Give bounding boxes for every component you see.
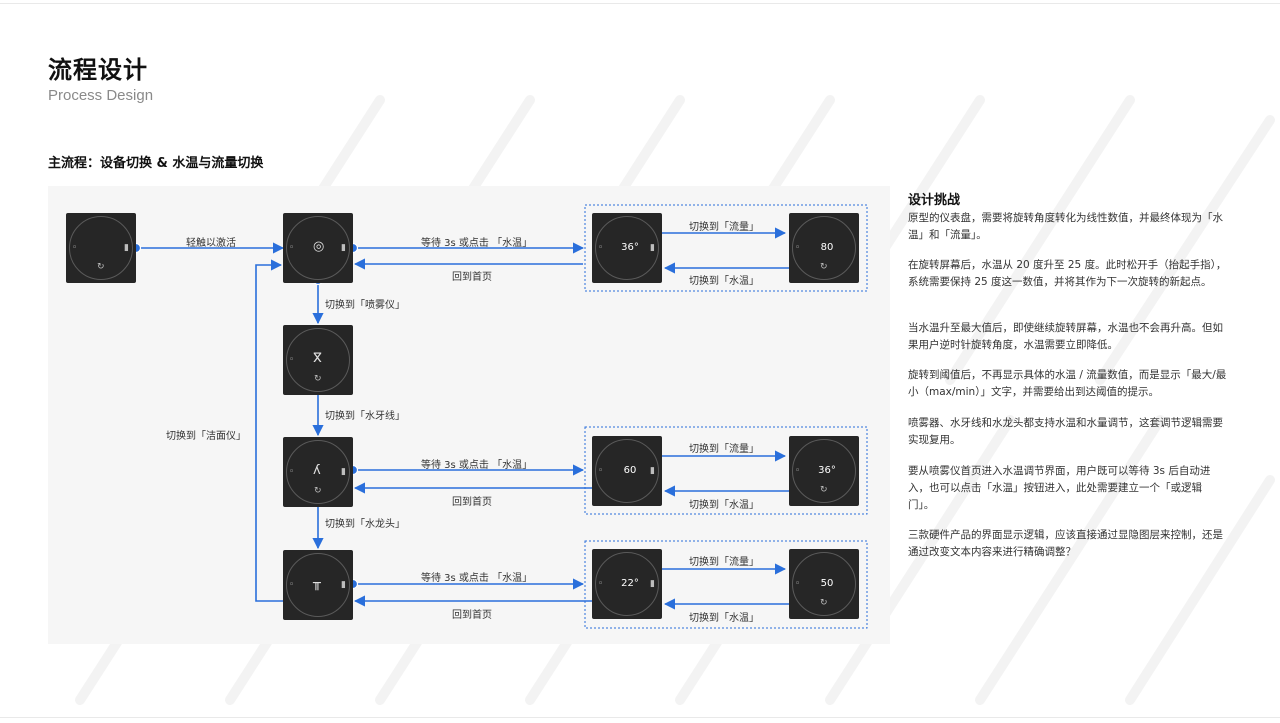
- challenge-paragraph-6: 要从喷雾仪首页进入水温调节界面，用户既可以等待 3s 后自动进入，也可以点击「水…: [908, 465, 1211, 511]
- challenge-paragraph-3: 当水温升至最大值后，即使继续旋转屏幕，水温也不会再升高。但如果用户逆时针旋转角度…: [908, 322, 1223, 351]
- device-idle[interactable]: ◦ ▮ ↻: [66, 213, 136, 283]
- device-r3-temp[interactable]: ◦ 22° ▮: [592, 549, 662, 619]
- thermometer-icon: ▮: [650, 579, 655, 589]
- challenge-paragraph-4: 旋转到阈值后，不再显示具体的水温 / 流量数值，而是显示「最大/最小（max/m…: [908, 369, 1227, 398]
- group-box-row3: [584, 540, 868, 629]
- label-r1-to-flow: 切换到「流量」: [689, 222, 759, 233]
- device-r1-temp[interactable]: ◦ 36° ▮: [592, 213, 662, 283]
- label-r1-back: 回到首页: [452, 272, 492, 283]
- device-r3-flow[interactable]: ◦ 50 ↻: [789, 549, 859, 619]
- drop-icon: ◦: [795, 243, 801, 253]
- dial-ring: [69, 216, 133, 280]
- label-r3-to-temp: 切换到「水温」: [689, 613, 759, 624]
- refresh-icon: ↻: [314, 374, 322, 384]
- challenge-paragraph-1: 原型的仪表盘，需要将旋转角度转化为线性数值，并最终体现为「水温」和「流量」。: [908, 212, 1223, 241]
- dial-ring: [286, 553, 350, 617]
- drop-icon: ◦: [289, 580, 295, 590]
- label-r2-to-flow: 切换到「流量」: [689, 444, 759, 455]
- drop-icon: ◦: [795, 579, 801, 589]
- drop-icon: ◦: [72, 243, 78, 253]
- drop-icon: ◦: [289, 243, 295, 253]
- label-to-faucet: 切换到「水龙头」: [325, 519, 405, 530]
- dial-ring: [286, 328, 350, 392]
- drop-icon: ◦: [598, 579, 604, 589]
- temp-reading: 22°: [621, 578, 639, 589]
- refresh-icon: ↻: [820, 485, 828, 495]
- flow-reading: 80: [820, 242, 834, 253]
- drop-icon: ◦: [598, 243, 604, 253]
- group-box-row1: [584, 204, 868, 292]
- device-faucet[interactable]: ◦ ╥ ▮: [283, 550, 353, 620]
- thermometer-icon: ▮: [341, 243, 346, 253]
- label-r2-to-temp: 切换到「水温」: [689, 500, 759, 511]
- thermometer-icon: ▮: [341, 580, 346, 590]
- label-r1-to-temp: 切换到「水温」: [689, 276, 759, 287]
- refresh-icon: ↻: [314, 486, 322, 496]
- label-r1-wait: 等待 3s 或点击 「水温」: [421, 238, 533, 249]
- drop-icon: ◦: [795, 466, 801, 476]
- design-challenge-title: 设计挑战: [908, 193, 961, 208]
- flow-reading: 50: [820, 578, 834, 589]
- faucet-icon: ╥: [313, 576, 321, 591]
- dial-ring: [792, 552, 856, 616]
- label-r2-back: 回到首页: [452, 497, 492, 508]
- page-title: 流程设计: [48, 56, 148, 84]
- bottom-divider: [0, 717, 1280, 718]
- group-box-row2: [584, 426, 868, 515]
- cleanser-icon: ◎: [313, 239, 325, 254]
- refresh-icon: ↻: [820, 598, 828, 608]
- dial-ring: [595, 439, 659, 503]
- thermometer-icon: ▮: [341, 467, 346, 477]
- thermometer-icon: ▮: [124, 243, 129, 253]
- dial-ring: [595, 552, 659, 616]
- device-water-floss[interactable]: ◦ ʎ ▮ ↻: [283, 437, 353, 507]
- dial-ring: [286, 440, 350, 504]
- challenge-paragraph-5: 喷雾器、水牙线和水龙头都支持水温和水量调节，这套调节逻辑需要实现复用。: [908, 417, 1223, 446]
- dial-ring: [792, 439, 856, 503]
- challenge-paragraph-2: 在旋转屏幕后，水温从 20 度升至 25 度。此时松开手（抬起手指），系统需要保…: [908, 259, 1227, 288]
- device-r1-flow[interactable]: ◦ 80 ↻: [789, 213, 859, 283]
- dial-ring: [595, 216, 659, 280]
- section-title: 主流程：设备切换 & 水温与流量切换: [48, 156, 264, 171]
- temp-reading: 60: [623, 465, 637, 476]
- label-r3-wait: 等待 3s 或点击 「水温」: [421, 573, 533, 584]
- sprayer-icon: ⴳ: [313, 351, 322, 366]
- flow-reading: 36°: [818, 465, 836, 476]
- diagram-canvas: [48, 186, 890, 644]
- thermometer-icon: ▮: [650, 466, 655, 476]
- dial-ring: [792, 216, 856, 280]
- label-r3-back: 回到首页: [452, 610, 492, 621]
- label-to-floss: 切换到「水牙线」: [325, 411, 405, 422]
- device-r2-temp[interactable]: ◦ 60 ▮: [592, 436, 662, 506]
- label-r2-wait: 等待 3s 或点击 「水温」: [421, 460, 533, 471]
- page-subtitle: Process Design: [48, 87, 154, 104]
- label-to-sprayer: 切换到「喷雾仪」: [325, 300, 405, 311]
- challenge-paragraph-7: 三款硬件产品的界面显示逻辑，应该直接通过显隐图层来控制，还是通过改变文本内容来进…: [908, 529, 1223, 558]
- label-tap-activate: 轻触以激活: [186, 238, 236, 249]
- device-r2-flow[interactable]: ◦ 36° ↻: [789, 436, 859, 506]
- water-floss-icon: ʎ: [313, 463, 321, 478]
- thermometer-icon: ▮: [650, 243, 655, 253]
- refresh-icon: ↻: [820, 262, 828, 272]
- device-sprayer[interactable]: ◦ ⴳ ↻: [283, 325, 353, 395]
- drop-icon: ◦: [598, 466, 604, 476]
- top-divider: [0, 3, 1280, 4]
- refresh-icon: ↻: [97, 262, 105, 272]
- device-home[interactable]: ◦ ◎ ▮: [283, 213, 353, 283]
- label-to-cleanser: 切换到「洁面仪」: [166, 431, 246, 442]
- label-r3-to-flow: 切换到「流量」: [689, 557, 759, 568]
- drop-icon: ◦: [289, 467, 295, 477]
- temp-reading: 36°: [621, 242, 639, 253]
- drop-icon: ◦: [289, 355, 295, 365]
- dial-ring: [286, 216, 350, 280]
